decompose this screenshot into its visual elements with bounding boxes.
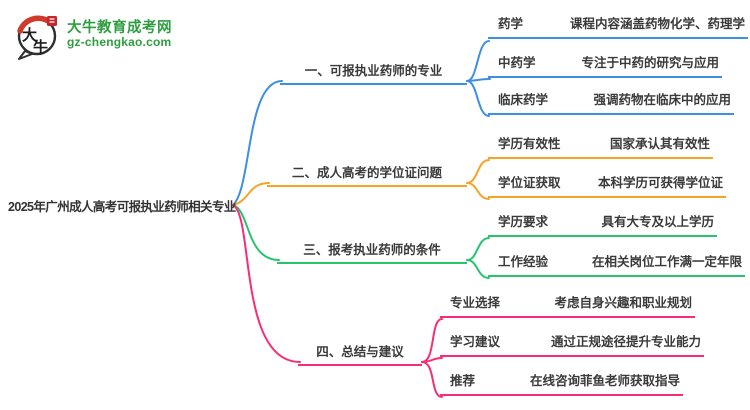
node-keyword: 专业选择	[450, 296, 501, 310]
connector	[466, 40, 490, 82]
mindmap-node-row: 专业选择 考虑自身兴趣和职业规划	[440, 294, 695, 318]
mindmap-node-row: 药学 课程内容涵盖药物化学、药理学	[488, 15, 748, 39]
mindmap-node-row: 学历要求 具有大专及以上学历	[488, 213, 717, 237]
connector	[232, 204, 280, 261]
node-description: 课程内容涵盖药物化学、药理学	[569, 17, 745, 31]
mindmap-node-row: 临床药学 强调药物在临床中的应用	[488, 91, 734, 115]
mindmap-node-row: 工作经验 在相关岗位工作满一定年限	[488, 253, 745, 277]
logo-title: 大牛教育成考网	[67, 19, 172, 36]
node-description: 专注于中药的研究与应用	[581, 56, 719, 70]
branch-label-1: 一、可报执业药师的专业	[280, 57, 467, 85]
node-description: 国家承认其有效性	[609, 137, 710, 151]
node-description: 在线咨询菲鱼老师获取指导	[529, 374, 680, 388]
node-keyword: 学历有效性	[498, 137, 561, 151]
node-keyword: 推荐	[450, 374, 476, 388]
connector	[466, 237, 490, 261]
node-keyword: 学习建议	[450, 335, 501, 349]
mindmap-node-row: 中药学 专注于中药的研究与应用	[488, 54, 722, 78]
node-keyword: 学位证获取	[498, 176, 561, 190]
node-keyword: 学历要求	[498, 215, 549, 229]
mindmap-node-row: 推荐 在线咨询菲鱼老师获取指导	[440, 372, 683, 396]
central-topic: 2025年广州成人高考可报执业药师相关专业	[8, 200, 236, 214]
connector	[232, 80, 283, 206]
branch-label-3: 三、报考执业药师的条件	[277, 236, 467, 264]
logo-domain: gz-chengkao.com	[67, 35, 172, 50]
svg-text:牛: 牛	[33, 38, 48, 56]
connector	[466, 182, 490, 200]
connector	[466, 259, 490, 279]
node-description: 通过正规途径提升专业能力	[550, 335, 701, 349]
node-keyword: 工作经验	[498, 255, 549, 269]
node-keyword: 中药学	[498, 56, 536, 70]
node-description: 具有大专及以上学历	[601, 215, 714, 229]
connector	[421, 318, 443, 363]
branch-label-2: 二、成人高考的学位证问题	[267, 159, 467, 187]
node-description: 本科学历可获得学位证	[597, 176, 723, 190]
connector	[421, 361, 443, 398]
daniu-logo-icon: 大 牛	[17, 15, 57, 60]
connector	[466, 159, 490, 184]
node-description: 在相关岗位工作满一定年限	[591, 255, 742, 269]
site-logo: 大 牛 大牛教育成考网 gz-chengkao.com	[14, 10, 172, 60]
connector	[232, 182, 270, 206]
mindmap-node-row: 学习建议 通过正规途径提升专业能力	[440, 333, 704, 357]
connector	[232, 204, 301, 363]
seal-icon	[47, 16, 57, 26]
connector	[466, 80, 490, 117]
svg-text:大: 大	[22, 26, 37, 44]
node-description: 强调药物在临床中的应用	[593, 93, 731, 107]
branch-label-4: 四、总结与建议	[298, 338, 422, 366]
mindmap-node-row: 学位证获取 本科学历可获得学位证	[488, 174, 726, 198]
mindmap-node-row: 学历有效性 国家承认其有效性	[488, 135, 713, 159]
node-keyword: 药学	[498, 17, 524, 31]
node-keyword: 临床药学	[498, 93, 549, 107]
node-description: 考虑自身兴趣和职业规划	[554, 296, 692, 310]
